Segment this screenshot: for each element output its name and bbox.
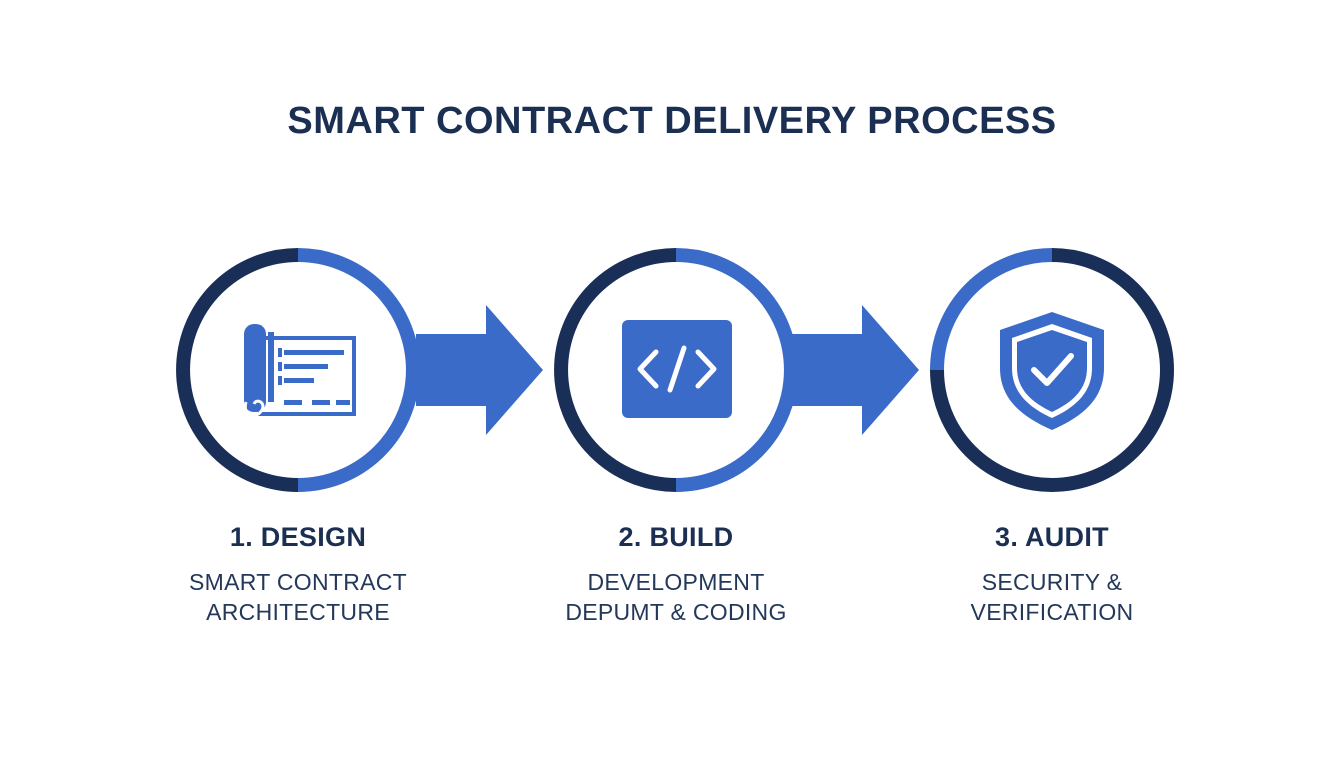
page-title: SMART CONTRACT DELIVERY PROCESS bbox=[287, 100, 1057, 142]
step-1-line-1: SMART CONTRACT bbox=[188, 569, 408, 595]
code-icon bbox=[622, 320, 732, 418]
step-2-title: 2. BUILD bbox=[618, 522, 734, 552]
arrow-2-to-3 bbox=[792, 305, 919, 435]
arrow-1-to-2 bbox=[416, 305, 543, 435]
step-2-line-2: DEPUMT & CODING bbox=[565, 599, 787, 625]
step-3-title: 3. AUDIT bbox=[995, 522, 1109, 552]
blueprint-icon bbox=[243, 324, 356, 418]
step-3-line-1: SECURITY & bbox=[981, 569, 1123, 595]
step-3-text: 3. AUDIT SECURITY & VERIFICATION bbox=[892, 522, 1212, 627]
step-2-line-1: DEVELOPMENT bbox=[587, 569, 765, 595]
step-2-text: 2. BUILD DEVELOPMENT DEPUMT & CODING bbox=[516, 522, 836, 627]
step-3-line-2: VERIFICATION bbox=[970, 599, 1134, 625]
step-1-title: 1. DESIGN bbox=[229, 522, 367, 552]
shield-check-icon bbox=[1000, 312, 1104, 430]
step-1-text: 1. DESIGN SMART CONTRACT ARCHITECTURE bbox=[138, 522, 458, 627]
step-1-ring bbox=[176, 248, 420, 492]
step-1-line-2: ARCHITECTURE bbox=[206, 599, 390, 625]
